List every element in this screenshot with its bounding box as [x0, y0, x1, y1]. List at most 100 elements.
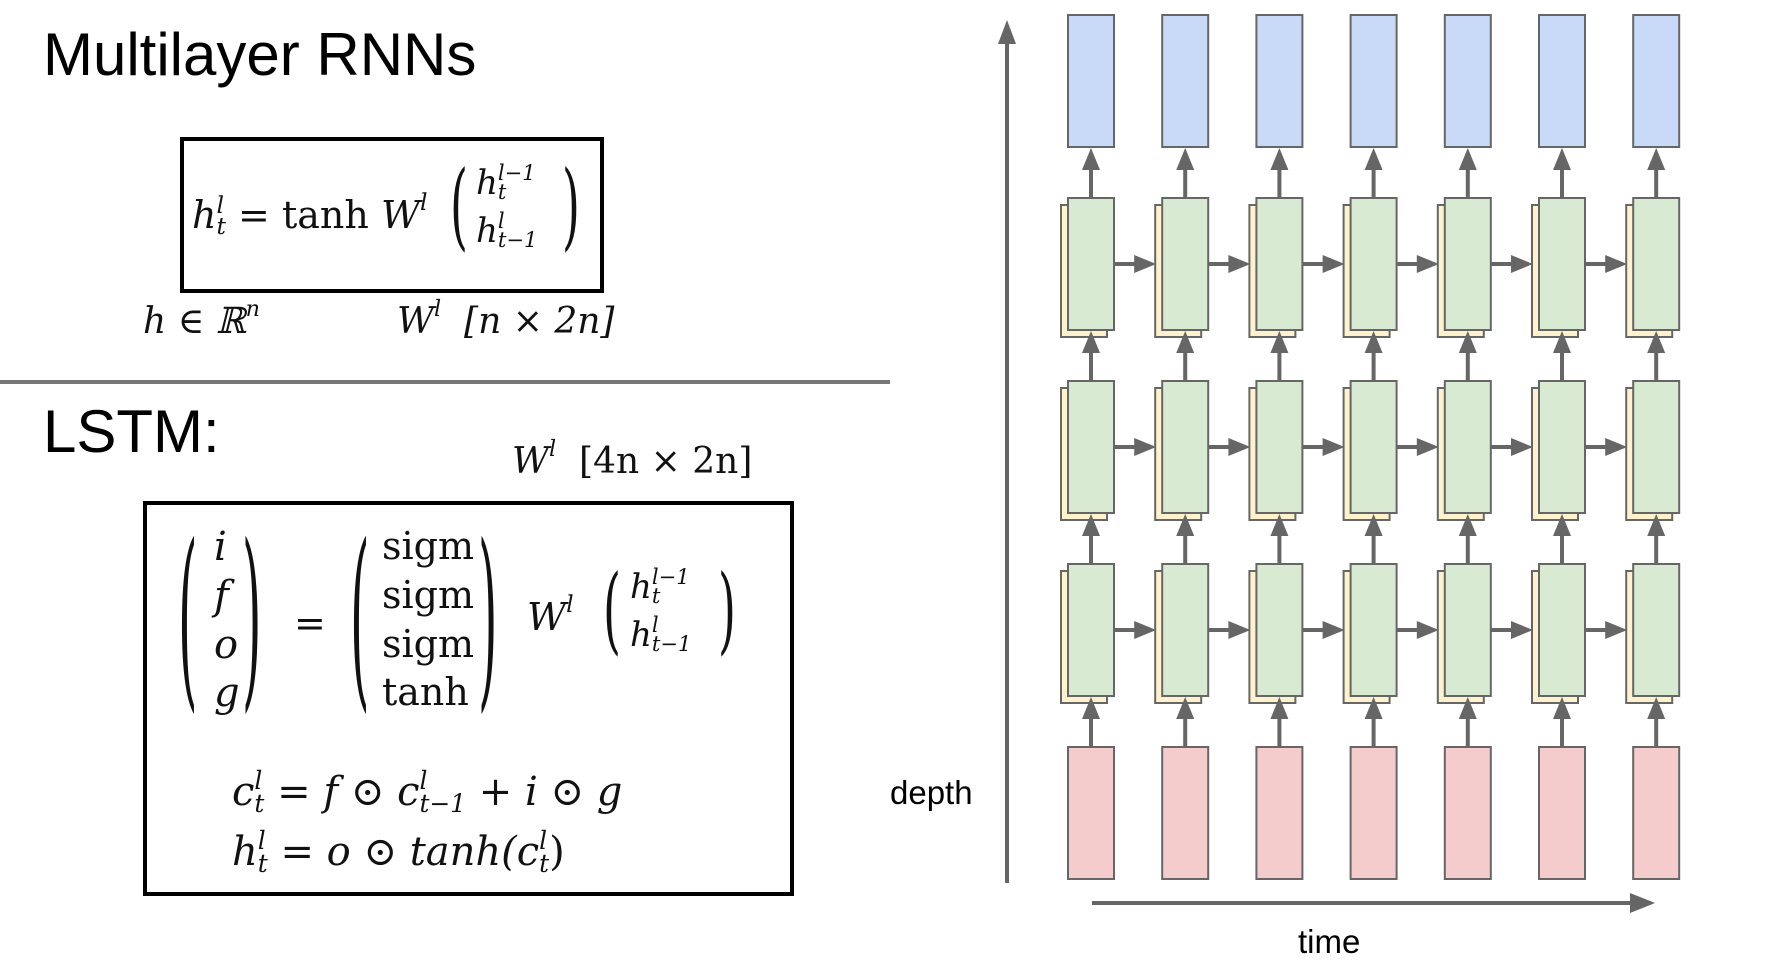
hidden-layer-3-cell-t2 [1161, 197, 1210, 331]
hidden-layer-3-cell-t3 [1255, 197, 1304, 331]
cell-rhs-sub: t−1 [419, 788, 467, 818]
hidden-rhs-sub: t [539, 848, 550, 878]
hidden-layer-1-cell-t1 [1067, 563, 1115, 697]
input-cell-t5 [1443, 746, 1492, 880]
output-cell-t2 [1161, 14, 1210, 148]
vertical-arrow-input-t6-head [1553, 697, 1571, 719]
output-cell-t6 [1538, 14, 1586, 148]
recurrent-arrow-hidden-layer-1-t4-head [1416, 621, 1439, 639]
vertical-arrow-hidden-layer-1-t7-head [1647, 514, 1666, 536]
output-cell-t1 [1067, 14, 1115, 148]
cell-rhs-sup: l [419, 766, 428, 796]
rnn-equation-box [180, 137, 604, 293]
recurrent-arrow-hidden-layer-1-t1-head [1134, 621, 1157, 639]
input-cell-t3 [1255, 746, 1304, 880]
vertical-arrow-hidden-layer-2-t2-head [1176, 331, 1195, 353]
vertical-arrow-hidden-layer-3-t6-head [1553, 148, 1571, 170]
vertical-arrow-input-t7-head [1647, 697, 1666, 719]
hidden-rhs-sup: l [539, 826, 548, 856]
vertical-arrow-hidden-layer-3-t4-head [1364, 148, 1383, 170]
hidden-layer-3-cell-t5 [1443, 197, 1492, 331]
hidden-layer-1-cell-t2 [1161, 563, 1210, 697]
recurrent-arrow-hidden-layer-3-t6-head [1605, 255, 1628, 273]
rnn-note-w: Wl [n × 2n] [397, 298, 615, 342]
time-axis-label: time [1298, 923, 1361, 960]
hidden-layer-3-cell-t4 [1349, 197, 1398, 331]
cell-rhs-1: = f ⊙ c [277, 769, 420, 815]
vertical-arrow-hidden-layer-2-t3-head [1270, 331, 1289, 353]
lstm-act-left-paren: ( [350, 504, 370, 731]
output-cell-t3 [1255, 14, 1304, 148]
recurrent-arrow-hidden-layer-3-t4-head [1416, 255, 1439, 273]
hidden-layer-2-cell-t1 [1067, 380, 1115, 514]
lstm-dims-note: Wl [4n × 2n] [512, 438, 752, 482]
vertical-arrow-hidden-layer-2-t4-head [1364, 331, 1383, 353]
lstm-activation-3: tanh [382, 670, 469, 714]
rnn-vec2-sub: t−1 [497, 226, 538, 252]
lstm-vec-right-paren: ) [718, 553, 736, 665]
recurrent-arrow-hidden-layer-2-t1-head [1134, 438, 1157, 456]
input-cell-t4 [1349, 746, 1398, 880]
depth-axis-label: depth [890, 774, 973, 811]
vertical-arrow-hidden-layer-3-t7-head [1647, 148, 1666, 170]
hidden-layer-1-cell-t4 [1349, 563, 1398, 697]
hidden-layer-2-cell-t2 [1161, 380, 1210, 514]
input-cell-t1 [1067, 746, 1115, 880]
recurrent-arrow-hidden-layer-3-t5-head [1511, 255, 1533, 273]
hidden-lhs-sub: t [257, 848, 268, 878]
lstm-vec2-sub: t−1 [651, 630, 692, 656]
rnn-note-w-text: W [397, 301, 435, 342]
vertical-arrow-hidden-layer-3-t5-head [1458, 148, 1477, 170]
rnn-lhs-h: h [192, 193, 217, 237]
recurrent-arrow-hidden-layer-2-t3-head [1322, 438, 1345, 456]
rnn-lhs-sub: t [216, 212, 226, 241]
lstm-dims-w-sup: l [549, 436, 557, 463]
lstm-equals: = [294, 601, 326, 645]
rnn-vec2-sup: l [497, 207, 505, 233]
lstm-gates-left-paren: ( [178, 504, 198, 731]
hidden-layer-2-cell-t4 [1349, 380, 1398, 514]
vertical-arrow-hidden-layer-3-t2-head [1176, 148, 1195, 170]
recurrent-arrow-hidden-layer-1-t3-head [1322, 621, 1345, 639]
lstm-weight: Wl [527, 593, 574, 636]
hidden-layer-3-cell-t1 [1067, 197, 1115, 331]
lstm-act-right-paren: ) [478, 504, 498, 731]
cell-lhs-sub: t [254, 788, 265, 818]
vertical-arrow-hidden-layer-3-t3-head [1270, 148, 1289, 170]
rnn-vec1-sup: l−1 [497, 159, 536, 185]
rnn-vec1-sub: t [497, 178, 507, 204]
rnn-tanh: tanh [281, 193, 369, 237]
vertical-arrow-hidden-layer-1-t1-head [1082, 514, 1100, 536]
lstm-dims-w: W [512, 441, 550, 482]
recurrent-arrow-hidden-layer-3-t2-head [1228, 255, 1251, 273]
recurrent-arrow-hidden-layer-3-t1-head [1134, 255, 1157, 273]
vertical-arrow-hidden-layer-1-t2-head [1176, 514, 1195, 536]
title-lstm: LSTM: [43, 398, 220, 465]
hidden-layer-1-cell-t3 [1255, 563, 1304, 697]
vertical-arrow-input-t3-head [1270, 697, 1289, 719]
lstm-gate-g: g [214, 670, 240, 716]
cell-lhs: c [232, 769, 255, 815]
lstm-gate-o: o [214, 622, 239, 668]
recurrent-arrow-hidden-layer-3-t3-head [1322, 255, 1345, 273]
vertical-arrow-input-t5-head [1458, 697, 1477, 719]
rnn-note-h: h ∈ ℝn [143, 298, 260, 342]
hidden-layer-2-cell-t3 [1255, 380, 1304, 514]
rnn-note-h-text: h ∈ ℝ [143, 301, 246, 342]
cell-lhs-sup: l [254, 766, 263, 796]
lstm-gate-i: i [214, 524, 227, 570]
hidden-layer-3-cell-t7 [1632, 197, 1681, 331]
lstm-equation-box [143, 501, 794, 896]
output-cell-t4 [1349, 14, 1398, 148]
vertical-arrow-hidden-layer-2-t1-head [1082, 331, 1100, 353]
rnn-note-w-dims: [n × 2n] [464, 301, 615, 342]
cell-rhs-2: + i ⊙ g [478, 769, 623, 815]
depth-axis-arrowhead [998, 20, 1016, 44]
rnn-vec2-base: h [476, 211, 498, 251]
